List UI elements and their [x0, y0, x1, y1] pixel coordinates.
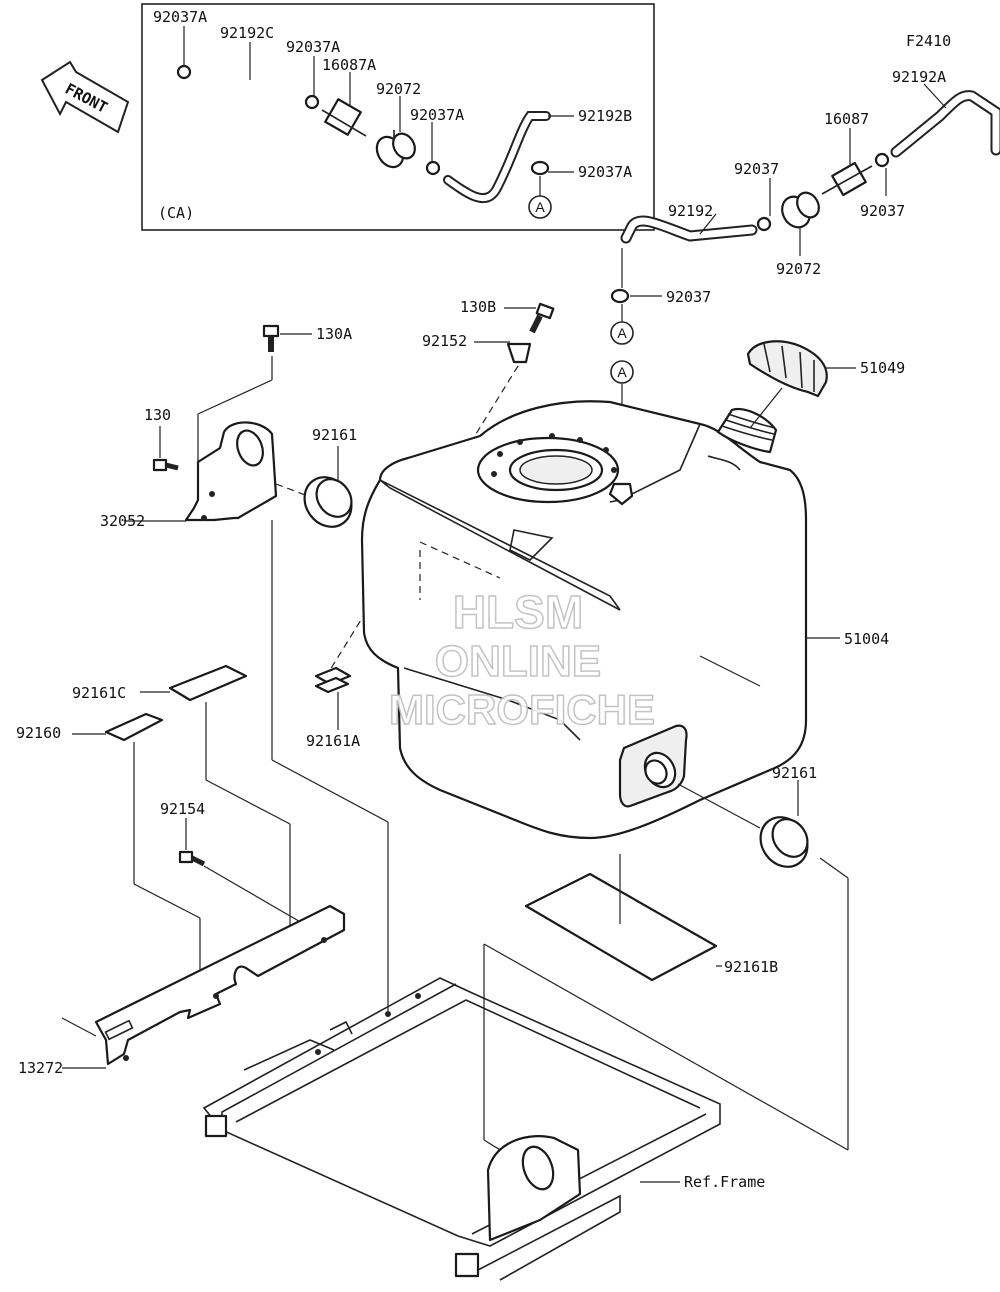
inset-filter-16087a — [321, 98, 367, 137]
callout-92037: 92037 — [734, 160, 779, 178]
reference-frame — [202, 977, 721, 1281]
pad-92161b — [524, 854, 722, 982]
callout-92192: 92192 — [668, 202, 713, 220]
callout-130b: 130B — [460, 298, 496, 316]
inset-hose-92192c — [202, 77, 295, 97]
grommet-92161-left — [275, 446, 353, 528]
svg-text:A: A — [535, 199, 545, 215]
callout-92192c: 92192C — [220, 24, 274, 42]
pad-92161c — [140, 664, 291, 928]
inset-label: (CA) — [158, 204, 194, 222]
callout-92161: 92161 — [312, 426, 357, 444]
callout-16087a: 16087A — [322, 56, 376, 74]
bolt-130 — [152, 426, 179, 472]
callout-92161: 92161 — [772, 764, 817, 782]
callout-92037a: 92037A — [578, 163, 632, 181]
hose-92192 — [620, 215, 758, 244]
callout-92037: 92037 — [860, 202, 905, 220]
callout-130: 130 — [144, 406, 171, 424]
bracket-13272 — [61, 904, 346, 1069]
inset-leader-lines — [183, 26, 574, 196]
callout-92037a: 92037A — [286, 38, 340, 56]
inset-clamp-92037a — [176, 64, 550, 176]
connector-a-tank: A — [610, 360, 634, 384]
fuel-cap-51049 — [746, 340, 856, 429]
bolt-130a — [262, 324, 312, 352]
callout-92192b: 92192B — [578, 107, 632, 125]
fuel-tank-51004 — [360, 400, 840, 840]
callout-92192a: 92192A — [892, 68, 946, 86]
filler-neck — [716, 407, 778, 454]
callout-92037a: 92037A — [410, 106, 464, 124]
callout-51004: 51004 — [844, 630, 889, 648]
connector-a-inset: A — [528, 195, 552, 219]
grommet-92161-right — [677, 780, 809, 868]
svg-text:MICROFICHE: MICROFICHE — [389, 686, 655, 733]
svg-text:A: A — [617, 325, 627, 341]
svg-text:A: A — [617, 364, 627, 380]
callout-92037: 92037 — [666, 288, 711, 306]
callout-92037a: 92037A — [153, 8, 207, 26]
callout-92072: 92072 — [376, 80, 421, 98]
callout-92161b: 92161B — [724, 958, 778, 976]
bracket-32052 — [124, 356, 278, 522]
bolt-130b — [504, 302, 555, 334]
reference-frame-label: Ref.Frame — [684, 1173, 765, 1191]
figure-code: F2410 — [906, 32, 951, 50]
callout-92161a: 92161A — [306, 732, 360, 750]
callout-92152: 92152 — [422, 332, 467, 350]
callout-92160: 92160 — [16, 724, 61, 742]
callout-92072: 92072 — [776, 260, 821, 278]
callout-51049: 51049 — [860, 359, 905, 377]
callout-92161c: 92161C — [72, 684, 126, 702]
hose-92192a — [890, 90, 1000, 158]
filter-16087 — [821, 161, 873, 197]
connector-a-hose: A — [610, 321, 634, 345]
pad-92160 — [72, 712, 201, 980]
callout-92154: 92154 — [160, 800, 205, 818]
canister-92072 — [781, 191, 820, 229]
inset-canister-92072 — [375, 130, 416, 169]
inset-hose-92192b — [443, 111, 551, 204]
bolt-92154 — [178, 818, 329, 939]
callout-16087: 16087 — [824, 110, 869, 128]
callout-13272: 13272 — [18, 1059, 63, 1077]
clamp-92037 — [610, 152, 890, 304]
callout-32052: 32052 — [100, 512, 145, 530]
front-arrow-icon: FRONT — [40, 60, 130, 134]
pad-92161a — [314, 666, 352, 730]
ca-inset-box — [141, 3, 655, 231]
watermark: HLSM ONLINE MICROFICHE — [388, 585, 656, 734]
svg-text:ONLINE: ONLINE — [435, 637, 601, 686]
svg-text:HLSM: HLSM — [453, 586, 583, 638]
grommet-92152 — [329, 341, 532, 671]
callout-130a: 130A — [316, 325, 352, 343]
